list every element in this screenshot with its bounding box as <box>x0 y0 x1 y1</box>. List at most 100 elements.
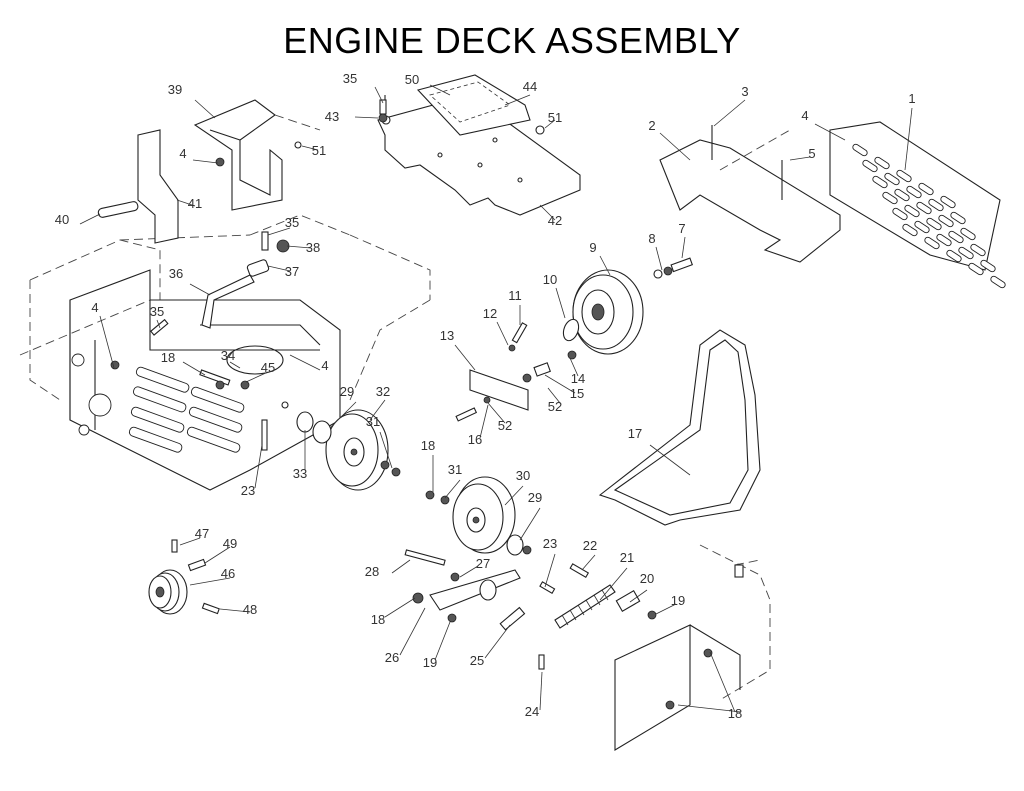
grille-slot <box>950 211 966 225</box>
leader-line-c18d <box>709 651 736 713</box>
callout-c40: 40 <box>55 212 69 227</box>
grille-slot <box>960 227 976 241</box>
leader-line-c5 <box>789 156 811 161</box>
leader-line-c34 <box>229 361 241 369</box>
callout-c44: 44 <box>523 79 537 94</box>
leader-line-c9 <box>599 255 611 276</box>
callout-c19a: 19 <box>671 593 685 608</box>
leader-line-c46 <box>189 577 231 586</box>
mount-39 <box>193 99 321 211</box>
leader-line-c3 <box>713 99 746 127</box>
callout-c23a: 23 <box>543 536 557 551</box>
leader-line-c15 <box>544 374 576 394</box>
clutch-9 <box>562 257 694 360</box>
plate-13 <box>455 322 551 422</box>
callout-c48: 48 <box>243 602 257 617</box>
leader-line-c40 <box>79 213 101 225</box>
leader-line-c14 <box>569 357 579 377</box>
diagram-title: ENGINE DECK ASSEMBLY <box>283 20 741 61</box>
callout-c46: 46 <box>221 566 235 581</box>
leader-line-c18a <box>182 361 206 376</box>
callout-c4b: 4 <box>179 146 186 161</box>
leader-line-c4d <box>289 354 321 371</box>
callout-c39: 39 <box>168 82 182 97</box>
leader-line-c22 <box>581 554 596 571</box>
callout-c19b: 19 <box>423 655 437 670</box>
callout-c17: 17 <box>628 426 642 441</box>
callout-c52b: 52 <box>498 418 512 433</box>
leader-line-c27 <box>459 565 479 578</box>
leader-line-c13 <box>454 344 476 371</box>
callout-c18d: 18 <box>728 706 742 721</box>
callout-c42: 42 <box>548 213 562 228</box>
callout-c28: 28 <box>365 564 379 579</box>
tube-36 <box>150 99 388 336</box>
callout-c29a: 29 <box>340 384 354 399</box>
grille-slot <box>970 243 986 257</box>
grille-slot <box>874 156 890 170</box>
spring-21 <box>554 584 657 629</box>
callout-c23b: 23 <box>241 483 255 498</box>
shield-2 <box>659 125 841 263</box>
grille-slot <box>882 191 898 205</box>
callout-c43: 43 <box>325 109 339 124</box>
callout-c20: 20 <box>640 571 654 586</box>
leader-line-c37 <box>267 265 291 272</box>
grille-slot <box>924 236 940 250</box>
grille-slot <box>940 195 956 209</box>
grille-slot <box>926 217 942 231</box>
leader-lines <box>79 84 913 713</box>
callout-c22: 22 <box>583 538 597 553</box>
callout-c3: 3 <box>741 84 748 99</box>
callout-c4c: 4 <box>91 300 98 315</box>
leader-line-c51a <box>301 145 319 151</box>
callout-c33: 33 <box>293 466 307 481</box>
leader-line-c25 <box>484 624 511 659</box>
grille-slot <box>948 230 964 244</box>
leader-line-extra-0 <box>677 704 742 713</box>
leader-line-c28 <box>391 559 411 574</box>
callout-c35a: 35 <box>343 71 357 86</box>
leader-line-c2 <box>659 132 691 161</box>
leader-line-c4a <box>814 123 846 141</box>
grille-slot <box>990 275 1006 289</box>
callout-c31b: 31 <box>448 462 462 477</box>
grille-slot <box>892 207 908 221</box>
leader-line-c19a <box>655 603 677 615</box>
callout-c47: 47 <box>195 526 209 541</box>
grille-1 <box>829 121 1006 289</box>
callout-c2: 2 <box>648 118 655 133</box>
callout-c7: 7 <box>678 221 685 236</box>
leader-line-c31a <box>379 431 393 469</box>
plate-42 <box>377 74 581 216</box>
callout-c34: 34 <box>221 348 235 363</box>
frame-bracket <box>614 544 771 751</box>
leader-line-c51b <box>544 119 556 129</box>
leader-line-c29a <box>329 401 357 429</box>
leader-line-c47 <box>179 537 201 546</box>
leader-line-c23a <box>544 553 556 588</box>
leader-line-c48 <box>219 608 251 613</box>
callout-c49: 49 <box>223 536 237 551</box>
callout-c30: 30 <box>516 468 530 483</box>
leader-line-c19b <box>434 621 451 661</box>
leader-line-c30 <box>504 485 524 506</box>
callout-c51a: 51 <box>312 143 326 158</box>
leader-line-c39 <box>194 99 216 119</box>
grille-slot <box>980 259 996 273</box>
grille-slot <box>894 188 910 202</box>
engine-deck-frame <box>19 214 431 491</box>
grille-slot <box>928 198 944 212</box>
callout-c15: 15 <box>570 386 584 401</box>
callout-c18b: 18 <box>421 438 435 453</box>
leader-line-c21 <box>599 567 628 601</box>
grille-slot <box>914 220 930 234</box>
leader-line-c20 <box>629 589 648 603</box>
callout-c41: 41 <box>188 196 202 211</box>
leader-line-c31b <box>444 479 461 499</box>
leader-line-c35b <box>267 227 291 236</box>
leader-line-c41 <box>176 199 196 207</box>
leader-line-c8 <box>655 246 663 271</box>
callout-c18c: 18 <box>371 612 385 627</box>
leader-line-c16 <box>479 404 489 439</box>
